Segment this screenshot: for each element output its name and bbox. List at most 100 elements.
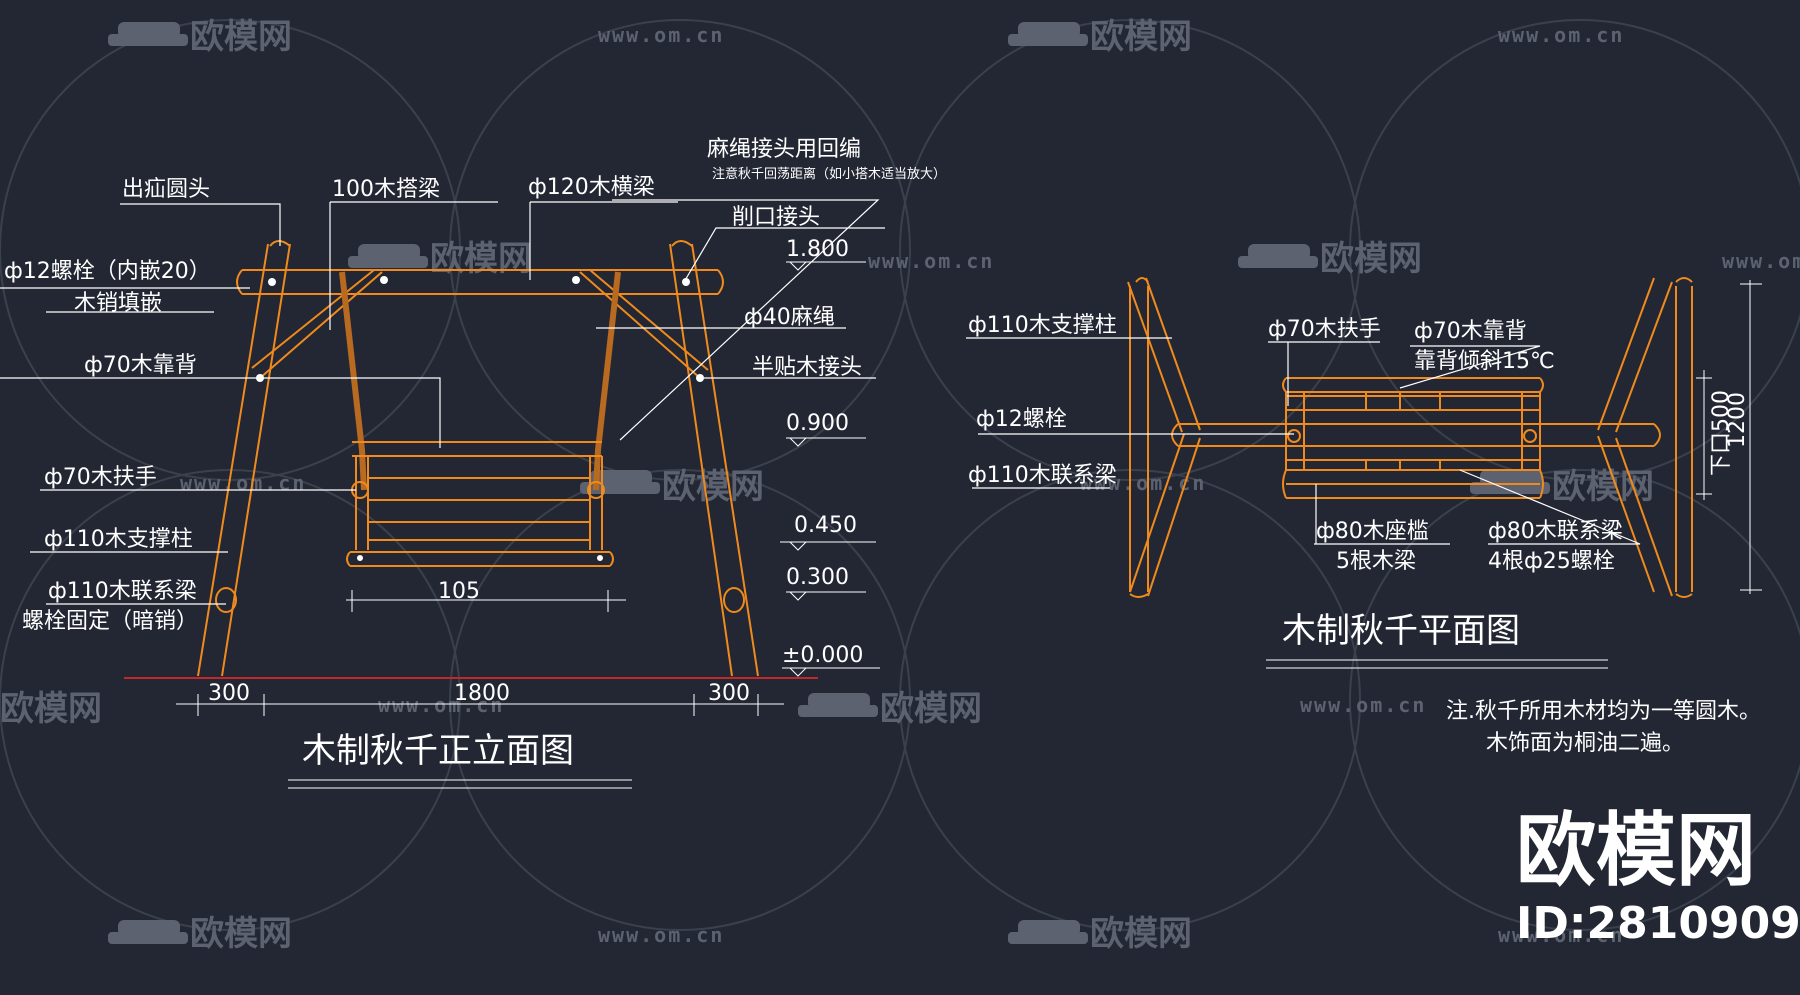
watermark-brand: 欧模网 bbox=[190, 17, 292, 57]
dim-left: 300 bbox=[208, 681, 250, 706]
plan-left-brace-bottom bbox=[1129, 433, 1201, 597]
dim-right: 300 bbox=[708, 681, 750, 706]
seat-bottom-rail bbox=[346, 551, 614, 567]
notes: 注.秋千所用木材均为一等圆木。 木饰面为桐油二遍。 bbox=[1446, 699, 1761, 756]
watermark-url: www.om.cn bbox=[598, 23, 724, 47]
plan-left-brace-top bbox=[1127, 277, 1201, 433]
plan-label-tilt: 靠背倾斜15℃ bbox=[1414, 349, 1555, 374]
plan-label-back70: ф70木靠背 bbox=[1414, 319, 1527, 344]
watermarks: 欧模网 欧模网 欧模网 欧模网 欧模网 欧模网 欧模网 欧模网 欧模网 欧模网 … bbox=[0, 17, 1800, 954]
watermark-url: www.om.cn bbox=[598, 923, 724, 947]
plan-labels: ф110木支撑柱 ф70木扶手 ф70木靠背 靠背倾斜15℃ ф12螺栓 ф11… bbox=[968, 313, 1750, 651]
left-front-leg bbox=[197, 243, 291, 677]
seat-side-posts bbox=[355, 456, 603, 550]
top-cross-beam bbox=[242, 269, 718, 295]
watermark-url: www.om.cn bbox=[378, 693, 504, 717]
right-tie-beam-section bbox=[723, 587, 745, 613]
plan-right-post-caps bbox=[1675, 277, 1693, 598]
label-rope-note: 麻绳接头用回编 bbox=[707, 137, 861, 162]
watermark-brand: 欧模网 bbox=[1090, 914, 1192, 954]
watermark-brand: 欧模网 bbox=[1552, 467, 1654, 507]
plan-right-post bbox=[1675, 286, 1693, 592]
right-brace bbox=[579, 269, 709, 379]
level-0: ±0.000 bbox=[782, 643, 863, 668]
label-notch: 削口接头 bbox=[732, 205, 820, 230]
plan-label-arm70: ф70木扶手 bbox=[1268, 317, 1381, 342]
seat-back-rail bbox=[352, 441, 602, 457]
watermark-brand: 欧模网 bbox=[880, 689, 982, 729]
plan-right-brace-bottom bbox=[1597, 435, 1673, 597]
label-tie-fix: 螺栓固定（暗销） bbox=[22, 609, 198, 634]
label-back70: ф70木靠背 bbox=[84, 353, 197, 378]
left-leg-cap bbox=[269, 240, 291, 247]
level-300: 0.300 bbox=[786, 565, 849, 590]
right-leg bbox=[669, 243, 759, 677]
brand-badge: 欧模网 ID:2810909 bbox=[1516, 804, 1800, 949]
label-tie110: ф110木联系梁 bbox=[48, 579, 197, 604]
plan-label-post110: ф110木支撑柱 bbox=[968, 313, 1117, 338]
watermark-brand: 欧模网 bbox=[1090, 17, 1192, 57]
watermark-brand: 欧模网 bbox=[1320, 239, 1422, 279]
plan-label-tie80: ф80木联系梁 bbox=[1488, 519, 1623, 544]
plan-geometry bbox=[966, 277, 1762, 669]
plan-armrests bbox=[1285, 392, 1541, 470]
watermark-url: www.om.cn bbox=[1722, 249, 1800, 273]
label-beam100: 100木搭梁 bbox=[332, 177, 440, 202]
label-cap: 出疝圆头 bbox=[122, 177, 210, 202]
plan-label-tie110: ф110木联系梁 bbox=[968, 463, 1117, 488]
elevation-title: 木制秋千正立面图 bbox=[302, 731, 574, 771]
plan-label-bolt12: ф12螺栓 bbox=[976, 407, 1067, 432]
plan-seat-slats bbox=[1286, 395, 1540, 461]
label-dowel: 木销填嵌 bbox=[74, 291, 162, 316]
plan-seat-rails bbox=[1282, 469, 1544, 499]
elevation-geometry bbox=[0, 199, 885, 789]
watermark-brand: 欧模网 bbox=[662, 467, 764, 507]
watermark-url: www.om.cn bbox=[180, 471, 306, 495]
label-bolt12: ф12螺栓（内嵌20） bbox=[4, 259, 211, 284]
plan-right-brace-top bbox=[1597, 277, 1673, 433]
watermark-brand: 欧模网 bbox=[0, 689, 102, 729]
plan-dim-500: 下口500 bbox=[1709, 390, 1734, 476]
plan-slat-joints bbox=[1365, 392, 1441, 470]
plan-backrest bbox=[1282, 377, 1544, 393]
top-beam-ends bbox=[236, 269, 724, 295]
watermark-url: www.om.cn bbox=[868, 249, 994, 273]
brand-badge-id: ID:2810909 bbox=[1516, 898, 1800, 949]
plan-label-bolt25: 4根ф25螺栓 bbox=[1488, 549, 1615, 574]
label-arm70: ф70木扶手 bbox=[44, 465, 157, 490]
watermark-url: www.om.cn bbox=[1498, 23, 1624, 47]
dim-seat: 105 bbox=[438, 579, 480, 604]
plan-label-seat-count: 5根木梁 bbox=[1336, 549, 1416, 574]
label-rope-note-small: 注意秋千回荡距离（如小搭木适当放大） bbox=[712, 166, 946, 182]
right-rope bbox=[593, 271, 621, 491]
watermark-circles bbox=[0, 19, 1800, 931]
watermark-brand: 欧模网 bbox=[190, 914, 292, 954]
dim-span: 1800 bbox=[454, 681, 510, 706]
label-halflap: 半贴木接头 bbox=[752, 355, 862, 380]
plan-tie-beam bbox=[1171, 423, 1661, 447]
elevation-labels: 出疝圆头 100木搭梁 ф120木横梁 麻绳接头用回编 注意秋千回荡距离（如小搭… bbox=[4, 137, 946, 771]
plan-label-seat80: ф80木座槛 bbox=[1316, 519, 1429, 544]
watermark-url: www.om.cn bbox=[1498, 923, 1624, 947]
label-rope40: ф40麻绳 bbox=[744, 305, 835, 330]
note-line-1: 注.秋千所用木材均为一等圆木。 bbox=[1446, 699, 1761, 724]
level-1800: 1.800 bbox=[786, 237, 849, 262]
right-leg-cap bbox=[671, 240, 693, 247]
left-rope bbox=[339, 271, 367, 491]
label-post110: ф110木支撑柱 bbox=[44, 527, 193, 552]
level-450: 0.450 bbox=[794, 513, 857, 538]
watermark-logo-icon bbox=[108, 22, 1550, 944]
note-line-2: 木饰面为桐油二遍。 bbox=[1486, 731, 1684, 756]
watermark-url: www.om.cn bbox=[1080, 471, 1206, 495]
plan-dim-1200: 1200 bbox=[1725, 392, 1750, 448]
watermark-url: www.om.cn bbox=[1300, 693, 1426, 717]
watermark-brand: 欧模网 bbox=[430, 239, 532, 279]
plan-title: 木制秋千平面图 bbox=[1282, 611, 1520, 651]
left-tie-beam-section bbox=[215, 587, 237, 613]
left-brace bbox=[251, 269, 383, 379]
plan-left-post bbox=[1129, 286, 1149, 592]
brand-badge-name: 欧模网 bbox=[1516, 804, 1756, 897]
label-beam120: ф120木横梁 bbox=[528, 175, 655, 200]
